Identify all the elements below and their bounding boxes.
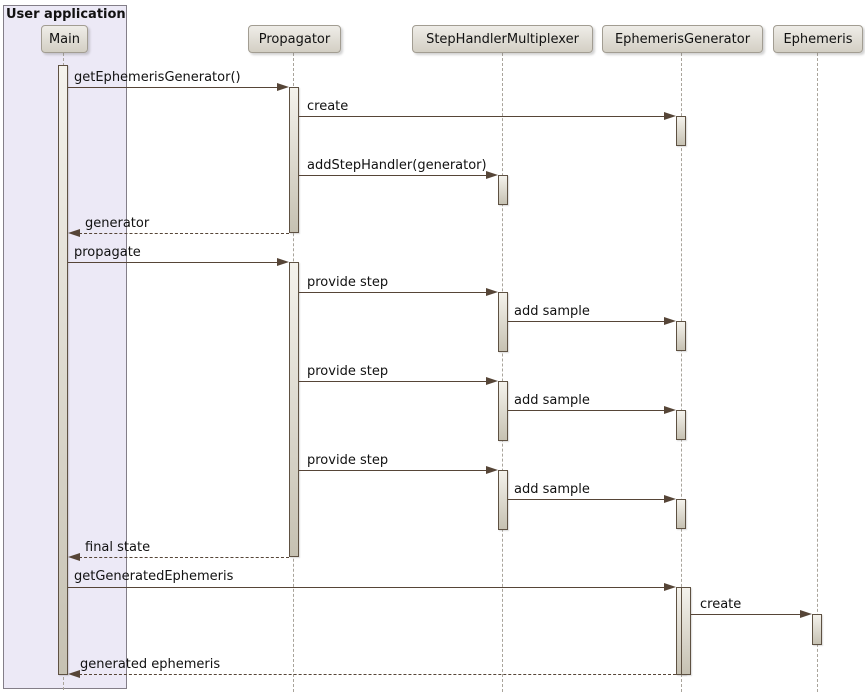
activation-shm-providestep-1: [498, 292, 508, 352]
message-line: [79, 557, 289, 558]
message-line: [79, 233, 289, 234]
participant-stephandlermultiplexer: StepHandlerMultiplexer: [412, 25, 593, 53]
activation-eg-getgenerated-inner: [681, 587, 691, 675]
arrowhead-icon: [664, 406, 676, 414]
participant-label: EphemerisGenerator: [614, 31, 751, 47]
message-line: [508, 499, 668, 500]
message-line: [299, 381, 490, 382]
participant-propagator: Propagator: [248, 25, 341, 53]
message-label: provide step: [307, 275, 389, 290]
participant-main: Main: [41, 25, 88, 53]
participant-ephemeris: Ephemeris: [773, 25, 863, 53]
message-label: getGeneratedEphemeris: [74, 569, 234, 584]
message-line: [68, 262, 281, 263]
activation-ephemeris: [812, 614, 822, 645]
arrowhead-icon: [68, 670, 80, 678]
arrowhead-icon: [664, 583, 676, 591]
message-label: propagate: [74, 245, 141, 260]
frame-title: User application: [6, 7, 126, 22]
activation-propagator-2: [289, 262, 299, 557]
arrowhead-icon: [664, 112, 676, 120]
arrowhead-icon: [277, 83, 289, 91]
message-line: [299, 175, 490, 176]
participant-label: Propagator: [258, 31, 331, 47]
message-label: create: [307, 99, 349, 114]
message-label: addStepHandler(generator): [307, 158, 487, 173]
participant-label: Main: [48, 31, 81, 47]
message-line: [299, 292, 490, 293]
activation-eg-addsample-3: [676, 499, 686, 529]
message-line: [299, 470, 490, 471]
activation-propagator-1: [289, 87, 299, 233]
arrowhead-icon: [664, 317, 676, 325]
arrowhead-icon: [277, 258, 289, 266]
activation-shm-providestep-2: [498, 381, 508, 441]
message-label: provide step: [307, 453, 389, 468]
lifeline-ephemeris: [817, 53, 818, 692]
arrowhead-icon: [664, 495, 676, 503]
activation-eg-create: [676, 116, 686, 146]
message-label: getEphemerisGenerator(): [74, 70, 241, 85]
message-line: [508, 410, 668, 411]
message-label: add sample: [514, 304, 590, 319]
activation-shm-addstephandler: [498, 175, 508, 205]
message-line: [68, 87, 281, 88]
participant-label: StepHandlerMultiplexer: [426, 31, 579, 47]
message-line: [68, 587, 668, 588]
arrowhead-icon: [486, 288, 498, 296]
message-label: provide step: [307, 364, 389, 379]
participant-label: Ephemeris: [783, 31, 853, 47]
activation-shm-providestep-3: [498, 470, 508, 530]
message-line: [691, 614, 804, 615]
message-label: final state: [85, 540, 151, 555]
message-label: generated ephemeris: [80, 657, 221, 672]
arrowhead-icon: [486, 171, 498, 179]
message-label: generator: [85, 216, 150, 231]
activation-eg-addsample-2: [676, 410, 686, 440]
arrowhead-icon: [68, 553, 80, 561]
message-line: [299, 116, 668, 117]
lifeline-ephemerisgenerator: [681, 53, 682, 692]
message-line: [508, 321, 668, 322]
message-line: [79, 674, 676, 675]
arrowhead-icon: [800, 610, 812, 618]
arrowhead-icon: [486, 466, 498, 474]
message-label: add sample: [514, 393, 590, 408]
activation-main: [58, 65, 68, 675]
activation-eg-addsample-1: [676, 321, 686, 351]
arrowhead-icon: [486, 377, 498, 385]
message-label: create: [700, 597, 742, 612]
message-label: add sample: [514, 482, 590, 497]
participant-ephemerisgenerator: EphemerisGenerator: [602, 25, 763, 53]
arrowhead-icon: [68, 229, 80, 237]
lifeline-stephandlermultiplexer: [502, 53, 503, 692]
